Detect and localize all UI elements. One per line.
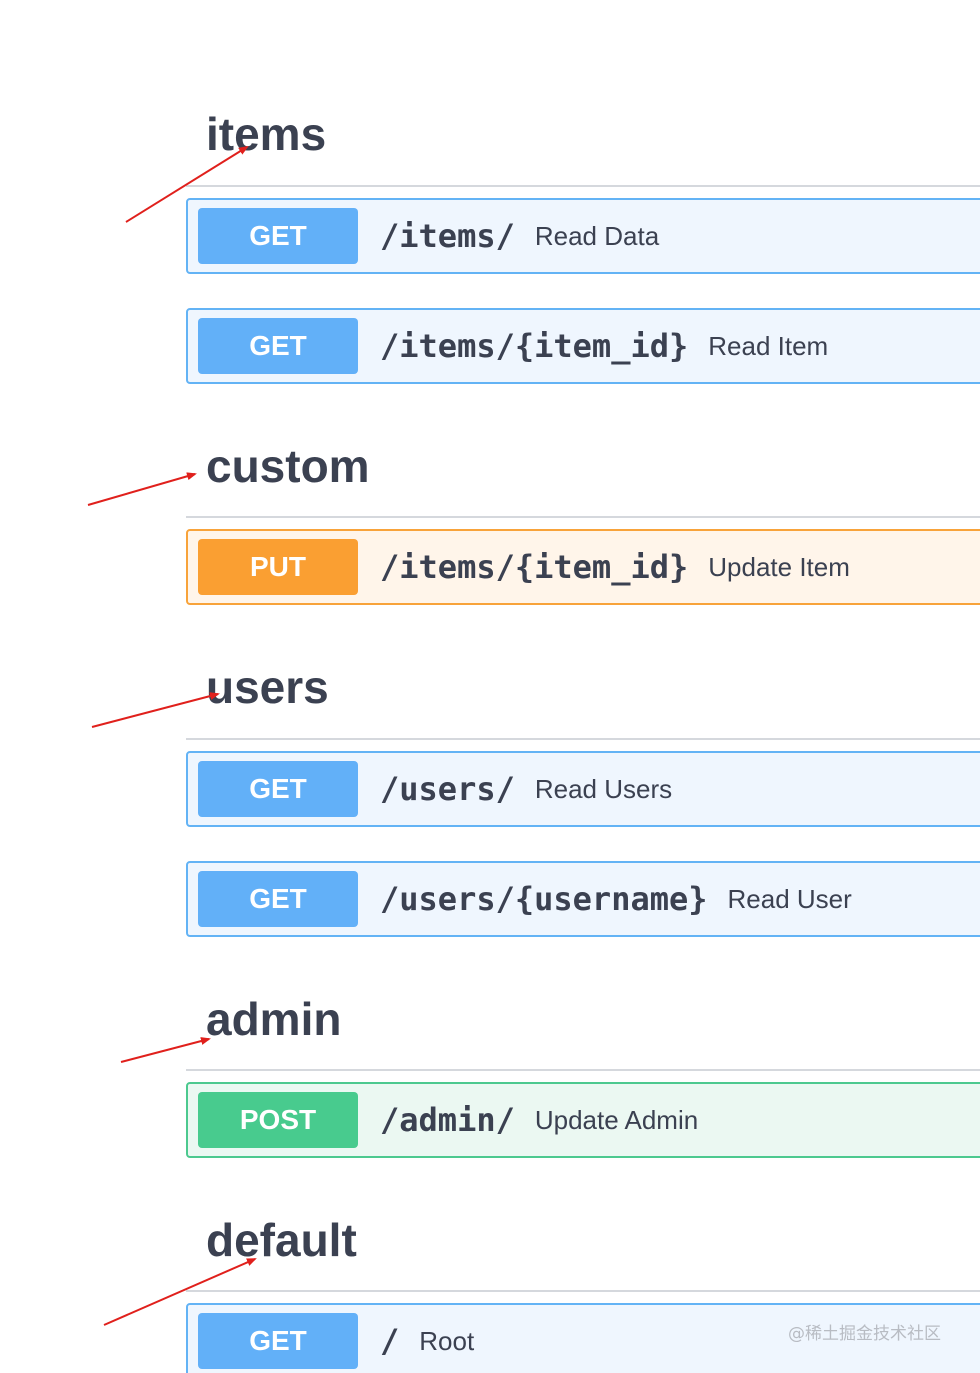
- watermark: @稀土掘金技术社区: [788, 1324, 941, 1344]
- tag-title-admin[interactable]: admin: [206, 993, 342, 1045]
- method-badge-post: POST: [198, 1092, 358, 1148]
- operation-summary: Root: [419, 1325, 475, 1356]
- tag-divider: [186, 738, 980, 740]
- operation-path: /users/: [380, 770, 515, 808]
- operation-get-user-by-username[interactable]: GET /users/{username} Read User: [186, 861, 980, 937]
- operation-summary: Read Data: [534, 220, 660, 251]
- tag-title-items[interactable]: items: [206, 108, 327, 160]
- method-badge-get: GET: [198, 761, 358, 817]
- method-badge-get: GET: [198, 208, 358, 264]
- operation-get-users[interactable]: GET /users/ Read Users: [186, 751, 980, 827]
- operation-summary: Read User: [727, 883, 852, 914]
- operation-path: /items/: [380, 217, 515, 255]
- method-badge-get: GET: [198, 318, 358, 374]
- annotation-arrow-icon: [87, 472, 197, 506]
- operation-path: /items/{item_id}: [380, 327, 689, 365]
- operation-get-item-by-id[interactable]: GET /items/{item_id} Read Item: [186, 308, 980, 384]
- operation-path: /admin/: [380, 1101, 515, 1139]
- tag-divider: [186, 516, 980, 518]
- operation-path: /users/{username}: [380, 880, 708, 918]
- operation-summary: Read Item: [708, 330, 829, 361]
- tag-divider: [186, 185, 980, 187]
- annotation-arrow-icon: [91, 692, 220, 728]
- operation-post-admin[interactable]: POST /admin/ Update Admin: [186, 1082, 980, 1158]
- operation-path: /: [380, 1322, 400, 1360]
- tag-title-custom[interactable]: custom: [206, 440, 370, 492]
- method-badge-put: PUT: [198, 539, 358, 595]
- tag-divider: [186, 1290, 980, 1292]
- method-badge-get: GET: [198, 871, 358, 927]
- tag-title-users[interactable]: users: [206, 661, 329, 713]
- operation-summary: Read Users: [534, 773, 673, 804]
- tag-title-default[interactable]: default: [206, 1214, 357, 1266]
- operation-get-root[interactable]: GET / Root: [186, 1303, 980, 1373]
- operation-path: /items/{item_id}: [380, 548, 689, 586]
- operation-put-item[interactable]: PUT /items/{item_id} Update Item: [186, 529, 980, 605]
- method-badge-get: GET: [198, 1313, 358, 1369]
- tag-divider: [186, 1069, 980, 1071]
- operation-get-items[interactable]: GET /items/ Read Data: [186, 198, 980, 274]
- operation-summary: Update Admin: [534, 1104, 699, 1135]
- operation-summary: Update Item: [708, 551, 850, 582]
- annotation-arrow-icon: [120, 1037, 211, 1063]
